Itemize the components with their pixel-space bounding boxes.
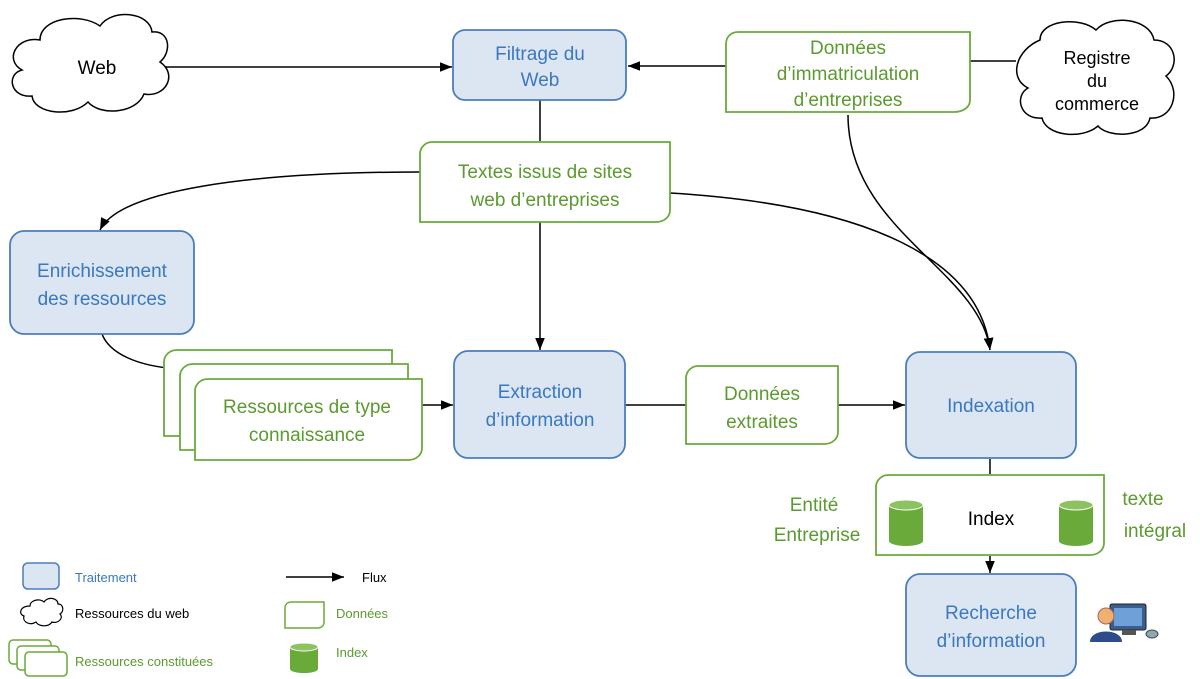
legend-traitement-label: Traitement (75, 570, 137, 585)
registre-line-3: commerce (1055, 94, 1139, 114)
connectors (99, 60, 1016, 573)
immat-line-1: Données (810, 38, 886, 59)
flux-textes-to-enrichissement (99, 171, 421, 231)
textes-line-2: web d’entreprises (470, 190, 620, 211)
enrichissement-process: Enrichissement des ressources (9, 230, 195, 335)
legend-flux-label: Flux (362, 570, 387, 585)
flux-immat-to-indexation (847, 114, 994, 351)
process-box (452, 29, 627, 101)
cloud-shape (1016, 19, 1175, 136)
cloud-shape (11, 13, 170, 113)
legend-flux: Flux (286, 570, 387, 585)
data-box (685, 365, 839, 445)
data-box (419, 141, 671, 223)
recherche-line-2: d’information (937, 631, 1046, 652)
texte-line-1: texte (1122, 489, 1163, 510)
ressources-stack: Ressources de type connaissance (163, 349, 423, 461)
index-data: Index (875, 474, 1105, 556)
immat-line-2: d’immatriculation (777, 64, 920, 85)
web-label: Web (78, 58, 117, 79)
legend-donnees: Données (284, 601, 389, 629)
legend-ressources-constituees: Ressources constituées (8, 639, 214, 677)
legend: Traitement Ressources du web Ressources … (8, 562, 389, 677)
recherche-line-1: Recherche (945, 603, 1037, 624)
donnees-extraites-data: Données extraites (685, 365, 839, 445)
filtrage-line-1: Filtrage du (495, 44, 585, 65)
legend-ressources-web-label: Ressources du web (75, 606, 189, 621)
enrich-line-2: des ressources (38, 289, 167, 310)
registre-cloud: Registre du commerce (1016, 19, 1175, 136)
legend-index-label: Index (336, 645, 368, 660)
index-label: Index (968, 509, 1015, 530)
web-cloud: Web (11, 13, 170, 113)
legend-ressources-web: Ressources du web (20, 597, 189, 627)
extraction-line-1: Extraction (498, 382, 582, 403)
textes-data: Textes issus de sites web d’entreprises (419, 141, 671, 223)
stack-front (194, 378, 423, 461)
data-box (725, 31, 971, 113)
registre-line-1: Registre (1063, 48, 1130, 68)
index-cylinder-icon (1058, 499, 1094, 546)
enrich-line-1: Enrichissement (37, 261, 168, 282)
legend-index: Index (289, 642, 368, 673)
immat-line-3: d’entreprises (794, 90, 903, 111)
entite-line-2: Entreprise (774, 525, 861, 546)
extraction-line-2: d’information (486, 410, 595, 431)
textes-line-1: Textes issus de sites (458, 162, 632, 183)
extraction-process: Extraction d’information (453, 350, 626, 459)
extraites-line-2: extraites (726, 412, 798, 433)
texte-line-2: intégral (1124, 521, 1186, 542)
filtrage-process: Filtrage du Web (452, 29, 627, 101)
extraites-line-1: Données (724, 384, 800, 405)
process-box (9, 230, 195, 335)
process-box (453, 350, 626, 459)
recherche-process: Recherche d’information (905, 573, 1077, 677)
ressources-line-1: Ressources de type (223, 397, 391, 418)
filtrage-line-2: Web (521, 70, 560, 91)
immatriculation-data: Données d’immatriculation d’entreprises (725, 31, 971, 113)
entite-line-1: Entité (790, 495, 839, 516)
flux-textes-to-indexation (669, 192, 994, 351)
data-box (875, 474, 1105, 556)
flux-enrichissement-to-ressources (101, 333, 169, 369)
registre-line-2: du (1087, 71, 1107, 91)
user-computer-icon (1090, 603, 1159, 642)
indexation-label: Indexation (947, 396, 1035, 417)
legend-donnees-label: Données (336, 606, 389, 621)
index-cylinder-icon (888, 499, 924, 546)
ressources-line-2: connaissance (249, 425, 365, 446)
process-box (905, 351, 1077, 459)
indexation-process: Indexation (905, 351, 1077, 459)
legend-cloud-icon (20, 597, 64, 627)
process-box (905, 573, 1077, 677)
legend-traitement: Traitement (22, 562, 137, 590)
legend-ressources-constituees-label: Ressources constituées (75, 654, 214, 669)
